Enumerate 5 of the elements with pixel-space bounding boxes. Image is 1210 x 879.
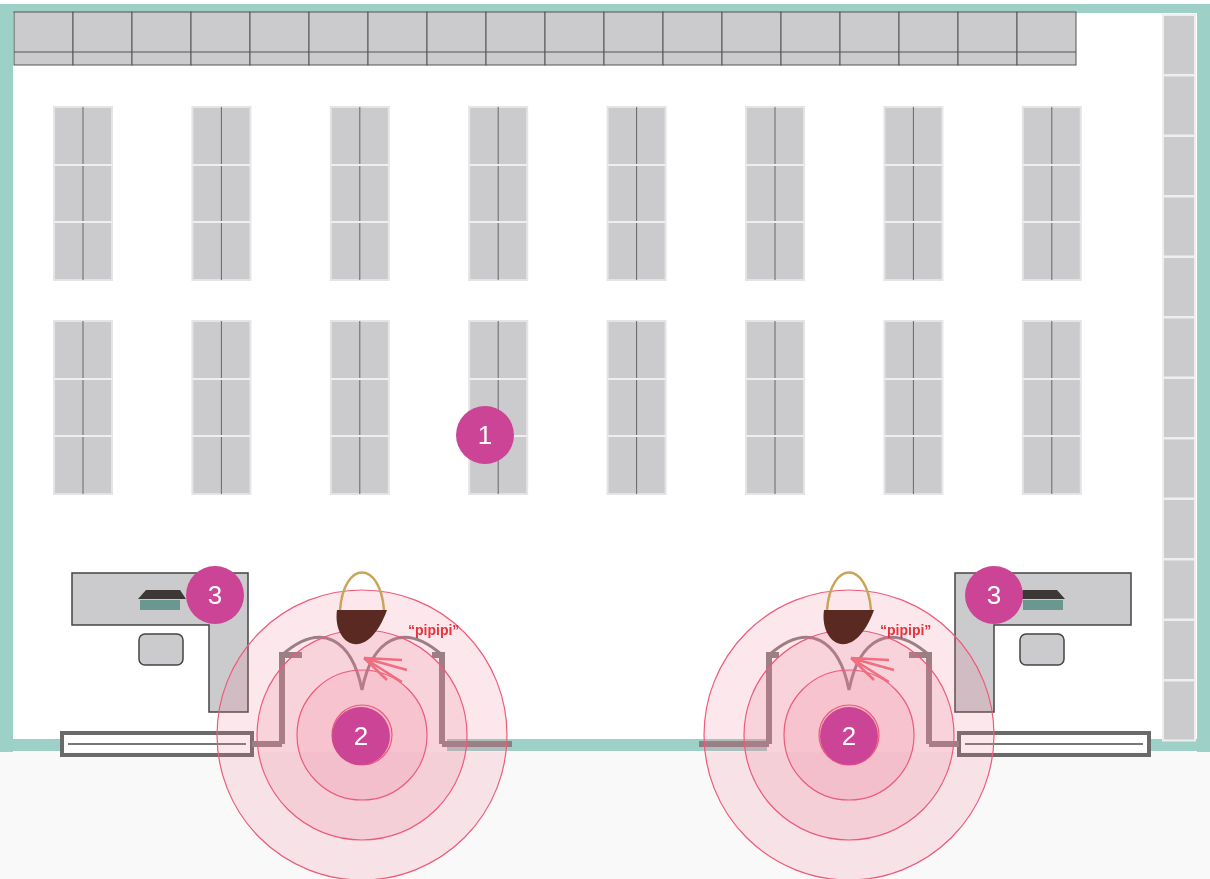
callout-number: 2	[820, 707, 878, 765]
alarm-sound-text: “pipipi”	[408, 622, 460, 638]
callout-number: 2	[332, 707, 390, 765]
callout-number: 1	[456, 406, 514, 464]
alarm-sound-text: “pipipi”	[880, 622, 932, 638]
